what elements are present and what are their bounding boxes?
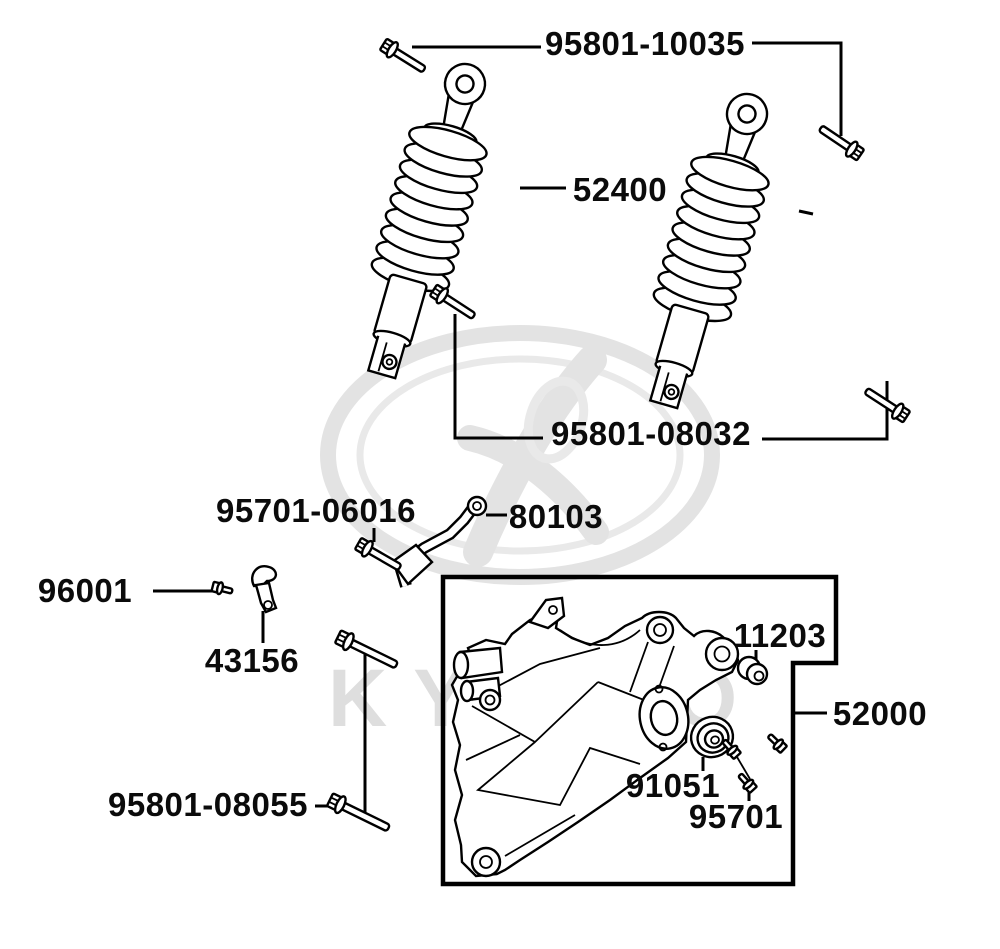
part-label-52000: 52000 — [833, 695, 927, 732]
part-label-43156: 43156 — [205, 642, 299, 679]
part-label-91051: 91051 — [626, 767, 720, 804]
leader-line — [453, 314, 543, 440]
bolt-95701-link-line — [736, 756, 751, 780]
leader-line — [798, 209, 814, 216]
bearing-91051 — [689, 715, 735, 759]
part-label-95701: 95701 — [689, 798, 783, 835]
part-box-52000 — [440, 574, 839, 887]
lower-eye — [470, 846, 502, 878]
part-label-96001: 96001 — [38, 572, 132, 609]
part-label-95801-08032: 95801-08032 — [551, 415, 751, 452]
stay-80103 — [390, 495, 488, 588]
part-label-95701-06016: 95701-06016 — [216, 492, 416, 529]
bolt-96001 — [210, 579, 235, 599]
clamp-43156 — [251, 564, 278, 614]
part-label-95801-08055: 95801-08055 — [108, 786, 308, 823]
pivot-bush — [478, 688, 502, 712]
bolt-95801-08055-lower — [324, 790, 394, 838]
upper-eye — [645, 615, 675, 645]
right-eye — [704, 636, 740, 672]
part-label-95801-10035: 95801-10035 — [545, 25, 745, 62]
bolt-95701-c — [763, 730, 790, 756]
swing-arm-bracket — [450, 596, 740, 878]
part-label-52400: 52400 — [573, 171, 667, 208]
bolt-95801-10035-left — [377, 35, 430, 79]
part-label-11203: 11203 — [734, 617, 826, 654]
axle-flange — [638, 686, 690, 750]
leader-line — [752, 41, 843, 136]
bush-11203 — [736, 655, 769, 686]
part-label-80103: 80103 — [509, 498, 603, 535]
